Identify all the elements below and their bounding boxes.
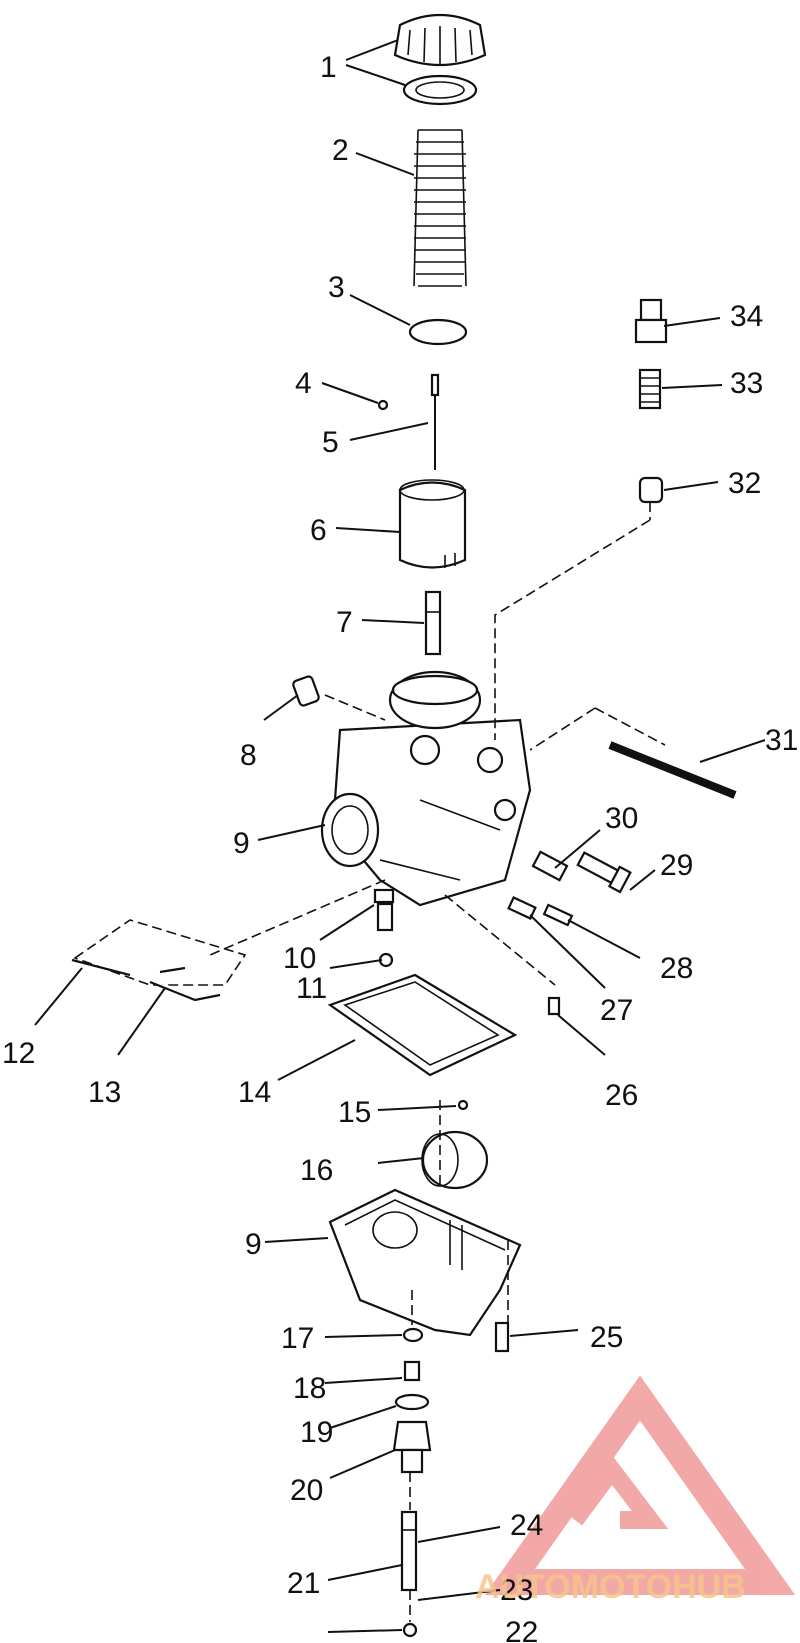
callout-32: 32 <box>728 467 761 500</box>
callout-26: 26 <box>605 1079 638 1112</box>
callout-6: 6 <box>310 514 327 547</box>
part-main-jet <box>373 888 395 932</box>
part-idle-screw <box>542 903 574 927</box>
part-clip <box>377 399 389 411</box>
part-air-screw <box>547 996 561 1016</box>
part-spring <box>413 129 467 287</box>
callout-29: 29 <box>660 849 693 882</box>
callout-34: 34 <box>730 300 763 333</box>
part-bottom-plug <box>402 1622 418 1638</box>
part-washer <box>394 1393 430 1411</box>
callout-3: 3 <box>328 271 345 304</box>
callout-labels: 1 2 3 4 5 6 7 8 9 10 11 12 13 14 15 16 9… <box>2 51 798 1643</box>
callout-30: 30 <box>605 802 638 835</box>
callout-1: 1 <box>320 51 337 84</box>
callout-11: 11 <box>296 972 327 1005</box>
callout-28: 28 <box>660 952 693 985</box>
callout-25: 25 <box>590 1321 623 1354</box>
callout-18: 18 <box>293 1372 326 1405</box>
part-o-ring <box>402 1327 424 1343</box>
part-fitting-spring <box>638 368 662 410</box>
callout-7: 7 <box>336 606 353 639</box>
callout-12: 12 <box>2 1037 35 1070</box>
callout-24: 24 <box>510 1509 543 1542</box>
callout-2: 2 <box>332 134 349 167</box>
callout-13: 13 <box>88 1076 121 1109</box>
part-emulsion-tube <box>400 1510 418 1592</box>
part-rod <box>608 741 737 799</box>
callout-9-bowl: 9 <box>245 1228 262 1261</box>
callout-31: 31 <box>765 724 798 757</box>
part-float <box>421 1130 489 1190</box>
callout-22: 22 <box>505 1616 538 1643</box>
callout-23: 23 <box>500 1574 533 1607</box>
callout-19: 19 <box>300 1416 333 1449</box>
part-fitting <box>638 476 664 504</box>
alignment-lines <box>209 502 666 1622</box>
part-needle-jet <box>424 590 442 656</box>
callout-16: 16 <box>300 1154 333 1187</box>
leader-lines <box>34 39 766 1633</box>
callout-8: 8 <box>240 739 257 772</box>
part-plug <box>292 675 320 707</box>
part-drain-screw <box>392 1420 432 1474</box>
callout-9: 9 <box>233 827 250 860</box>
callout-4: 4 <box>295 367 312 400</box>
callout-20: 20 <box>290 1474 323 1507</box>
callout-27: 27 <box>600 994 633 1027</box>
part-spring-small <box>507 896 537 920</box>
part-gasket <box>327 973 518 1077</box>
callout-10: 10 <box>283 942 316 975</box>
watermark-logo <box>484 1375 796 1595</box>
callout-17: 17 <box>281 1322 314 1355</box>
part-float-pin <box>457 1099 469 1111</box>
part-stop-spring <box>531 850 569 882</box>
callout-5: 5 <box>322 426 339 459</box>
part-jet-holder <box>403 1360 421 1382</box>
callout-33: 33 <box>730 367 763 400</box>
callout-21: 21 <box>287 1567 320 1600</box>
part-bowl-screw <box>494 1321 510 1353</box>
part-float-arm <box>71 919 247 1002</box>
part-throttle-valve <box>398 479 467 569</box>
callout-15: 15 <box>338 1096 371 1129</box>
part-throttle-stop-screw <box>576 851 632 894</box>
part-carb-body <box>320 670 532 907</box>
part-needle <box>430 373 440 470</box>
part-float-bowl <box>328 1188 522 1337</box>
watermark-brand: AUTOMOTOHUB <box>475 1568 746 1606</box>
callout-14: 14 <box>238 1076 271 1109</box>
part-cap <box>393 13 487 106</box>
part-fitting-nut <box>634 298 668 344</box>
part-plate <box>408 318 468 346</box>
